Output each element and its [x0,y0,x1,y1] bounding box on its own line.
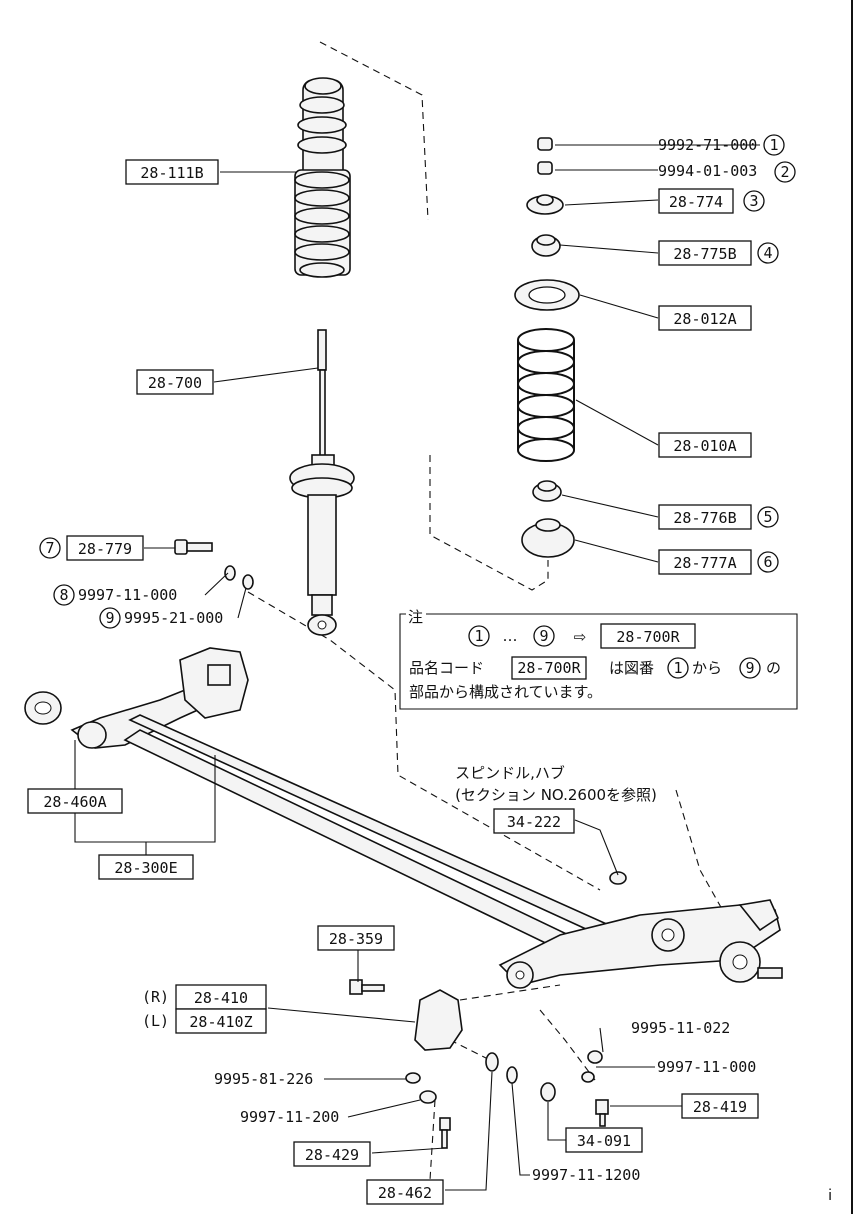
note-range-to: 9 [539,627,548,645]
shock-absorber-part [289,329,355,636]
svg-text:34-222: 34-222 [507,813,561,831]
svg-text:28-700: 28-700 [148,374,202,392]
svg-text:28-111B: 28-111B [140,164,203,182]
dash-spring [429,455,549,591]
note-box: 注 1 … 9 ⇨ 28-700R 品名コード 28-700R は図番 1 から… [399,608,798,710]
svg-text:28-419: 28-419 [693,1098,747,1116]
label-28-300E: 28-300E [98,854,194,880]
label-34-222: 34-222 [493,808,575,834]
reference-line2: (セクション NO.2600を参照) [455,786,657,804]
label-28-359: 28-359 [317,925,395,951]
label-28-700: 28-700 [136,369,214,395]
note-range-from: 1 [474,627,483,645]
note-line2-to: 9 [745,659,754,677]
svg-text:9997-11-000: 9997-11-000 [78,586,177,604]
label-28-429: 28-429 [293,1141,371,1167]
label-28-777A: 28-777A 6 [658,549,779,575]
note-line2-code: 28-700R [517,659,581,677]
leader-lines [74,144,760,1191]
svg-text:(R): (R) [142,988,169,1006]
svg-text:28-779: 28-779 [78,540,132,558]
note-line2-mid2: から [692,659,722,677]
dash-bolt429 [429,1099,436,1181]
svg-text:28-774: 28-774 [669,193,723,211]
svg-text:28-777A: 28-777A [673,554,736,572]
svg-text:9992-71-000: 9992-71-000 [658,136,757,154]
svg-text:6: 6 [763,553,772,571]
svg-text:28-775B: 28-775B [673,245,736,263]
label-9992-71-000: 9992-71-000 1 [658,134,785,156]
dash-bolt419 [539,1009,596,1081]
label-9995-11-022: 9995-11-022 [631,1019,730,1037]
lower-seat-parts [521,480,575,558]
spring-seat-part [514,279,580,311]
label-28-774: 28-774 3 [658,188,765,214]
rear-axle-part [24,647,781,989]
note-line2-mid1: は図番 [609,659,654,677]
svg-text:28-460A: 28-460A [43,793,106,811]
svg-text:28-776B: 28-776B [673,509,736,527]
label-34-091: 34-091 [565,1127,643,1153]
bolt-7-parts [174,539,254,590]
lower-small-parts [405,1050,609,1149]
note-assembly-code: 28-700R [616,628,680,646]
svg-text:9995-21-000: 9995-21-000 [124,609,223,627]
svg-text:34-091: 34-091 [577,1132,631,1150]
corner-mark: ⅰ [828,1186,832,1204]
reference-line1: スピンドル,ハブ [455,764,565,782]
top-hardware [526,137,564,257]
note-line2-from: 1 [673,659,682,677]
svg-text:9994-01-003: 9994-01-003 [658,162,757,180]
dash-top [319,41,429,221]
label-28-410: (R) 28-410 (L) 28-410Z [142,984,267,1034]
svg-text:28-410: 28-410 [194,989,248,1007]
label-28-419: 28-419 [681,1093,759,1119]
label-28-776B: 28-776B 5 [658,504,779,530]
svg-text:28-410Z: 28-410Z [189,1013,252,1031]
svg-text:8: 8 [59,586,68,604]
note-range-dots: … [503,627,518,645]
svg-text:3: 3 [749,192,758,210]
svg-text:9: 9 [105,609,114,627]
label-9994-01-003: 9994-01-003 2 [658,161,796,183]
label-28-460A: 28-460A [27,788,123,814]
label-9997-11-000: 9997-11-000 [657,1058,756,1076]
label-9997-11-000-8: 8 9997-11-000 [53,584,177,606]
svg-text:28-359: 28-359 [329,930,383,948]
note-arrow: ⇨ [574,628,587,646]
svg-text:1: 1 [769,136,778,154]
svg-text:5: 5 [763,508,772,526]
bump-stop-part [294,77,351,278]
bracket-part [349,979,463,1051]
note-line3: 部品から構成されています。 [409,683,602,701]
label-28-462: 28-462 [366,1179,444,1205]
label-9995-81-226: 9995-81-226 [214,1070,313,1088]
dash-shock-to-hub [247,591,601,891]
label-28-779: 7 28-779 [39,535,144,561]
label-9995-21-000: 9 9995-21-000 [99,607,223,629]
label-28-111B: 28-111B [125,159,219,185]
label-28-010A: 28-010A [658,432,752,458]
dash-washer [449,1039,491,1061]
coil-spring-part [517,328,575,462]
label-28-012A: 28-012A [658,305,752,331]
svg-text:2: 2 [780,163,789,181]
svg-text:(L): (L) [142,1012,169,1030]
label-9997-11-200: 9997-11-200 [240,1108,339,1126]
svg-text:28-010A: 28-010A [673,437,736,455]
note-line2-pre: 品名コード [409,659,484,677]
svg-text:28-300E: 28-300E [114,859,177,877]
spindle-hub-part [609,871,783,983]
svg-text:7: 7 [45,539,54,557]
svg-text:28-429: 28-429 [305,1146,359,1164]
svg-text:28-012A: 28-012A [673,310,736,328]
svg-text:28-462: 28-462 [378,1184,432,1202]
dash-bracket [459,984,561,1001]
svg-text:4: 4 [763,244,772,262]
label-28-775B: 28-775B 4 [658,240,779,266]
label-9997-11-1200: 9997-11-1200 [532,1166,640,1184]
note-title: 注 [408,608,423,626]
note-line2-post: の [766,659,781,677]
